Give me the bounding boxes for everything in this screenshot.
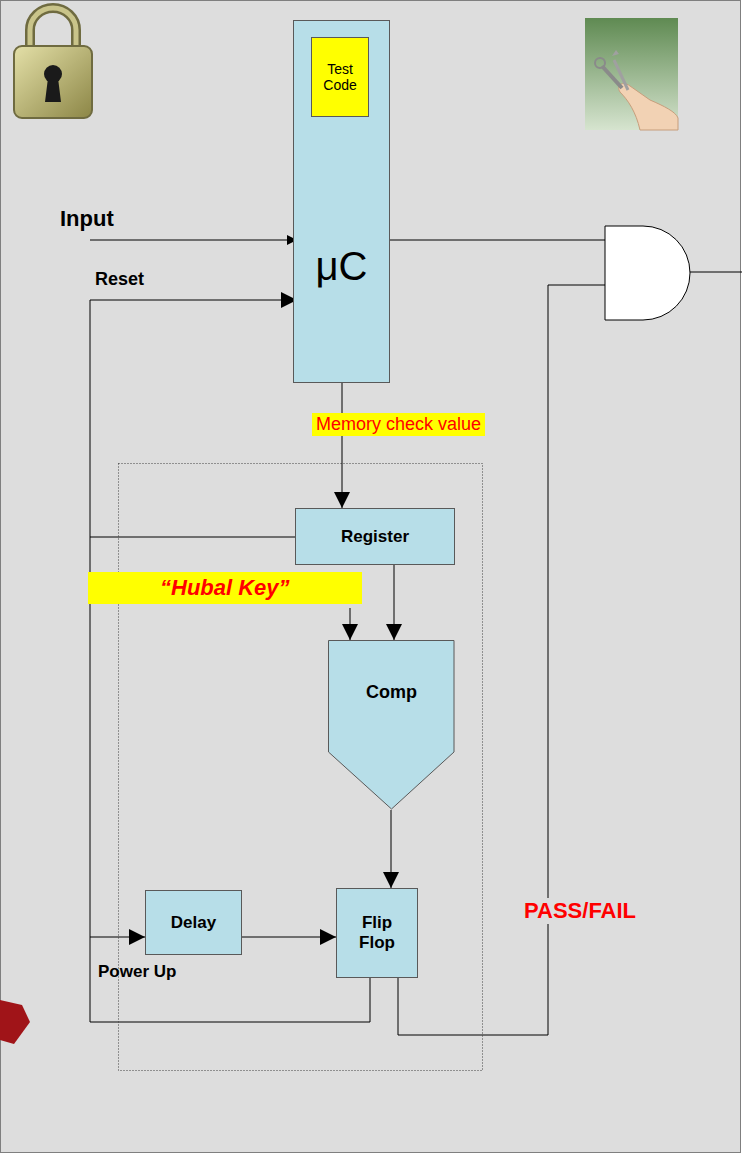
key-hand-picture: [585, 18, 678, 130]
power-up-label: Power Up: [98, 962, 176, 982]
box-text: Test Code: [318, 61, 362, 93]
register-box: Register: [295, 508, 455, 565]
delay-wire: [90, 937, 145, 938]
pass-fail-label: PASS/FAIL: [522, 898, 638, 924]
logo-fragment: [0, 1000, 30, 1044]
connector-arrow: [391, 810, 392, 888]
microcontroller-box: μC Test Code: [293, 20, 390, 383]
uc-output-wire: [386, 240, 605, 241]
box-text: μC: [294, 243, 389, 289]
hubal-key-arrow: [350, 608, 351, 640]
box-text: Flip Flop: [354, 913, 400, 952]
power-up-wire: [90, 300, 91, 1022]
flip-flop-box: Flip Flop: [336, 888, 418, 978]
comparator-outline: [328, 640, 455, 810]
box-text: Register: [341, 527, 409, 547]
padlock-icon: [14, 8, 92, 118]
input-label: Input: [60, 206, 114, 232]
box-text: Comp: [328, 682, 455, 703]
register-reset-wire: [90, 537, 295, 538]
reset-wire: [90, 300, 297, 301]
test-code-box: Test Code: [311, 37, 369, 117]
and-gate-symbol: [605, 226, 690, 320]
and-output-wire: [690, 272, 742, 273]
connector-arrow: [242, 937, 336, 938]
hubal-key-label: “Hubal Key”: [88, 572, 362, 604]
comparator-shape: Comp: [328, 640, 455, 810]
flipflop-reset-wire: [90, 978, 370, 1022]
reset-label: Reset: [95, 269, 144, 290]
delay-box: Delay: [145, 890, 242, 955]
connector-arrow: [394, 565, 395, 640]
connector-arrow: [342, 383, 343, 508]
edge-label: Memory check value: [312, 413, 485, 436]
input-wire: [90, 240, 297, 241]
box-text: Delay: [171, 913, 216, 933]
